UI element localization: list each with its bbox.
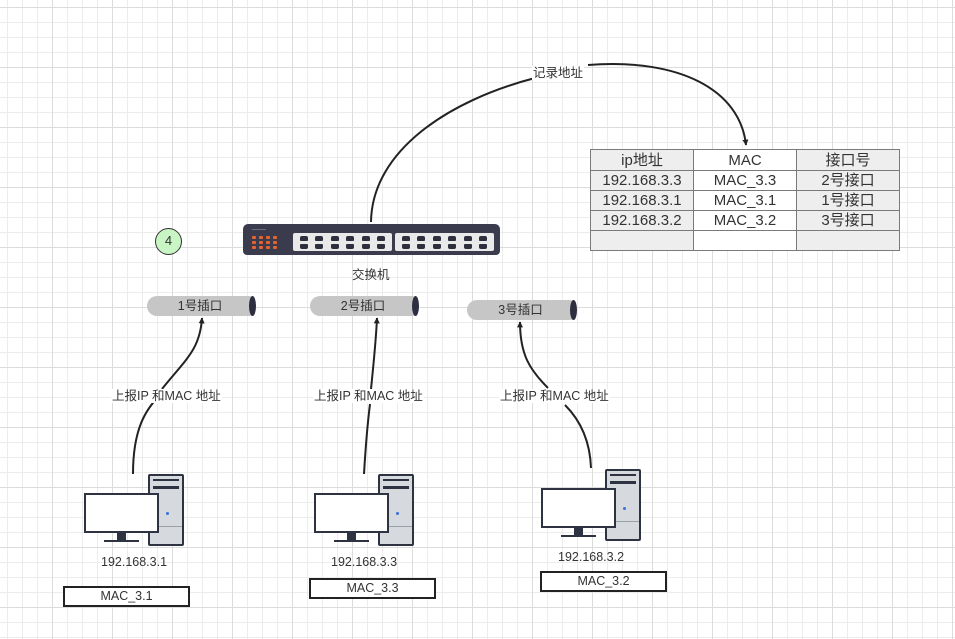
table-row: 192.168.3.1 MAC_3.1 1号接口 [590,190,900,211]
cell-port: 1号接口 [796,190,900,211]
ethernet-port-icon[interactable] [345,235,355,249]
cell-port [796,230,900,251]
switch-label: 交换机 [352,268,390,282]
report-edge-pc2[interactable] [363,318,377,475]
computer-ip-1: 192.168.3.1 [101,555,168,569]
cell-mac: MAC_3.1 [693,190,797,211]
switch-indicator-line [252,229,266,230]
computer-mac-box-3[interactable]: MAC_3.2 [540,571,667,592]
switch-led [266,236,270,239]
ethernet-port-icon[interactable] [463,235,473,249]
switch-led [252,236,256,239]
ethernet-port-icon[interactable] [376,235,386,249]
switch-led [266,241,270,244]
port-plug-1[interactable]: 1号插口 [147,296,256,316]
port-plug-label: 1号插口 [177,299,223,313]
plug-end-icon [412,296,419,316]
monitor-icon [314,493,389,533]
report-label-pc3: 上报IP 和MAC 地址 [499,389,610,403]
header-port: 接口号 [796,149,900,171]
port-plug-label: 3号插口 [498,303,543,317]
record-address-label: 记录地址 [532,66,585,80]
switch-port-bank-right [395,233,494,251]
computer-icon-2[interactable] [314,474,418,548]
report-label-pc2: 上报IP 和MAC 地址 [313,389,424,403]
report-label-pc1: 上报IP 和MAC 地址 [111,389,222,403]
plug-end-icon [570,300,577,320]
ethernet-port-icon[interactable] [432,235,442,249]
cell-ip [590,230,694,251]
pc-tower-icon [605,469,641,541]
switch-led [273,246,277,249]
table-row: 192.168.3.2 MAC_3.2 3号接口 [590,210,900,231]
header-ip: ip地址 [590,149,694,171]
port-plug-label: 2号插口 [340,299,386,313]
mac-address-table[interactable]: ip地址 MAC 接口号 192.168.3.3 MAC_3.3 2号接口 19… [590,149,900,251]
switch-led [259,246,263,249]
switch-port-bank-left [293,233,392,251]
switch-led [259,236,263,239]
switch-led [252,246,256,249]
record-address-edge[interactable] [370,63,746,223]
cell-port: 3号接口 [796,210,900,231]
cell-mac: MAC_3.3 [693,170,797,191]
step-number-badge[interactable]: 4 [155,228,182,255]
switch-led [266,246,270,249]
network-switch-icon[interactable] [243,224,500,255]
ethernet-port-icon[interactable] [361,235,371,249]
monitor-icon [541,488,616,528]
ethernet-port-icon[interactable] [299,235,309,249]
port-plug-2[interactable]: 2号插口 [310,296,419,316]
ethernet-port-icon[interactable] [401,235,411,249]
computer-icon-1[interactable] [84,474,188,548]
ethernet-port-icon[interactable] [416,235,426,249]
switch-status-leds [252,236,277,249]
cell-ip: 192.168.3.1 [590,190,694,211]
computer-icon-3[interactable] [541,469,645,543]
computer-mac-box-2[interactable]: MAC_3.3 [309,578,436,599]
computer-ip-3: 192.168.3.2 [558,550,625,564]
switch-led [259,241,263,244]
cell-ip: 192.168.3.2 [590,210,694,231]
table-header-row: ip地址 MAC 接口号 [590,149,900,171]
ethernet-port-icon[interactable] [478,235,488,249]
monitor-icon [84,493,159,533]
cell-port: 2号接口 [796,170,900,191]
plug-end-icon [249,296,256,316]
switch-led [273,236,277,239]
computer-ip-2: 192.168.3.3 [331,555,398,569]
port-plug-3[interactable]: 3号插口 [467,300,577,320]
pc-tower-icon [378,474,414,546]
switch-led [252,241,256,244]
table-row-empty [590,230,900,251]
cell-ip: 192.168.3.3 [590,170,694,191]
cell-mac [693,230,797,251]
switch-led [273,241,277,244]
cell-mac: MAC_3.2 [693,210,797,231]
ethernet-port-icon[interactable] [314,235,324,249]
computer-mac-box-1[interactable]: MAC_3.1 [63,586,190,607]
header-mac: MAC [693,149,797,171]
report-edge-pc3[interactable] [520,322,592,469]
table-row: 192.168.3.3 MAC_3.3 2号接口 [590,170,900,191]
ethernet-port-icon[interactable] [447,235,457,249]
ethernet-port-icon[interactable] [330,235,340,249]
